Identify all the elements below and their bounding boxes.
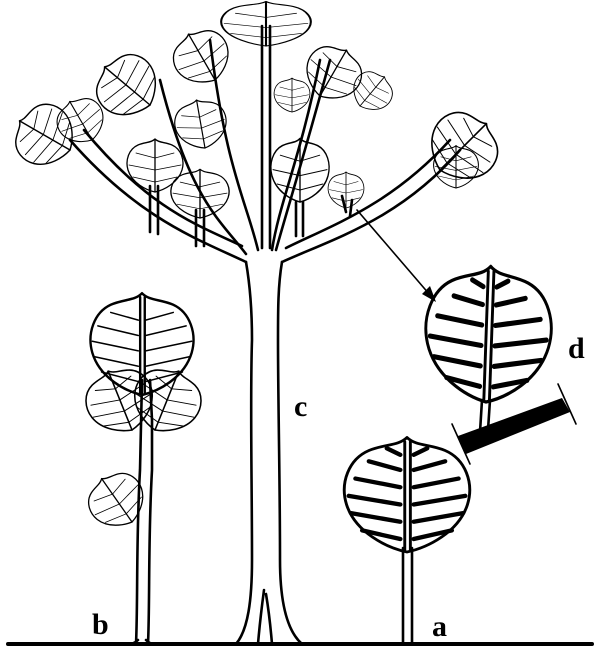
arrow-line	[357, 210, 430, 295]
branch-segment	[458, 398, 570, 454]
plant-c-tree	[4, 1, 511, 644]
label-b: b	[92, 610, 109, 640]
detail-d-leaf	[357, 210, 576, 464]
label-d: d	[568, 334, 585, 364]
label-a: a	[432, 612, 447, 642]
plant-a-seedling	[344, 438, 469, 644]
label-c: c	[294, 392, 307, 422]
plant-b-sapling	[77, 293, 210, 644]
